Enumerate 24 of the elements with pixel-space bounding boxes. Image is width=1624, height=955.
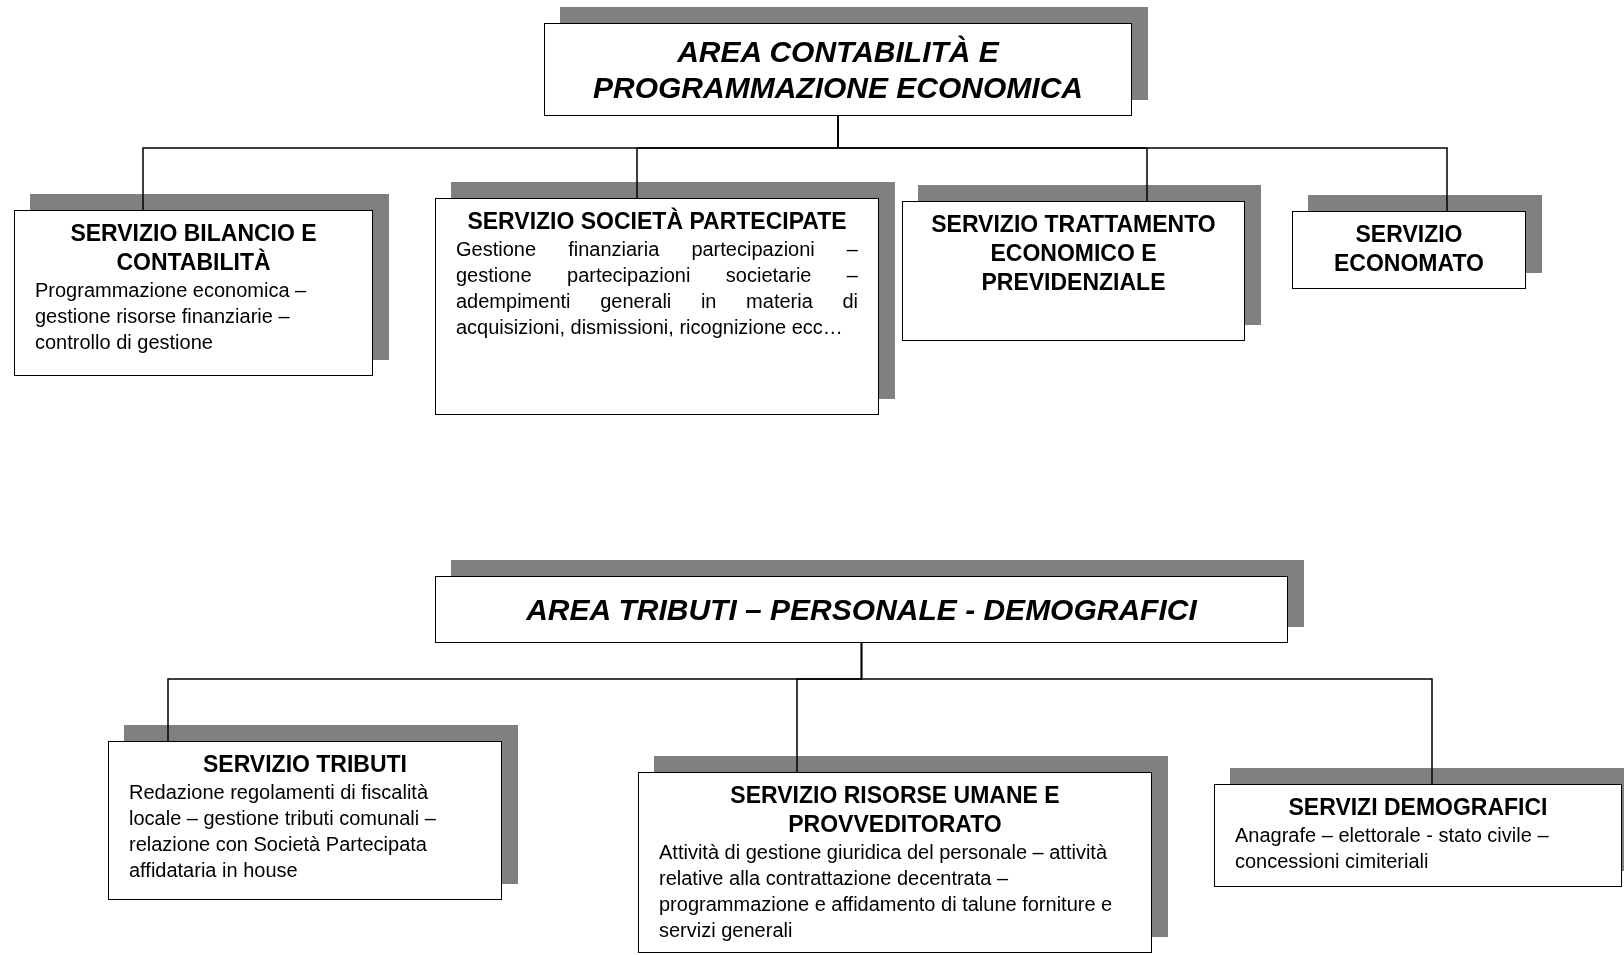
box-heading: SERVIZIO RISORSE UMANE E PROVVEDITORATO — [729, 781, 1061, 839]
box-heading: SERVIZIO ECONOMATO — [1333, 220, 1485, 278]
box-heading: SERVIZI DEMOGRAFICI — [1287, 793, 1549, 822]
description-text: Attività di gestione giuridica del personale – attività relative alla contrattazione decentrata – programmazione e affidamento di talune forniture e servizi generali — [659, 840, 1114, 943]
service-box — [435, 198, 879, 415]
box-heading: SERVIZIO BILANCIO E CONTABILITÀ — [69, 219, 318, 277]
description-text: Programmazione economica – gestione risorse finanziarie – controllo di gestione — [35, 278, 308, 355]
service-box — [638, 772, 1152, 953]
box-heading: SERVIZIO SOCIETÀ PARTECIPATE — [466, 207, 848, 236]
box-heading: AREA CONTABILITÀ E PROGRAMMAZIONE ECONOMICA — [592, 33, 1084, 106]
service-box — [108, 741, 502, 900]
box-heading: SERVIZIO TRATTAMENTO ECONOMICO E PREVIDENZIALE — [930, 210, 1217, 297]
box-heading: AREA TRIBUTI – PERSONALE - DEMOGRAFICI — [525, 591, 1199, 628]
description-text: Gestione finanziaria partecipazioni – gestione partecipazioni societarie – adempimenti generali in materia di acquisizioni, dismissioni, ricognizione ecc… — [456, 237, 858, 340]
service-box — [902, 201, 1245, 341]
connector-line — [860, 642, 1433, 785]
description-text: Redazione regolamenti di fiscalità locale – gestione tributi comunali – relazione con Società Partecipata affidataria in house — [129, 780, 437, 883]
service-box — [1292, 211, 1526, 289]
box-heading: SERVIZIO TRIBUTI — [201, 750, 408, 779]
area-box — [435, 576, 1288, 643]
service-box — [14, 210, 373, 376]
description-text: Anagrafe – elettorale - stato civile – concessioni cimiteriali — [1235, 823, 1550, 874]
area-box — [544, 23, 1132, 116]
service-box — [1214, 784, 1622, 887]
